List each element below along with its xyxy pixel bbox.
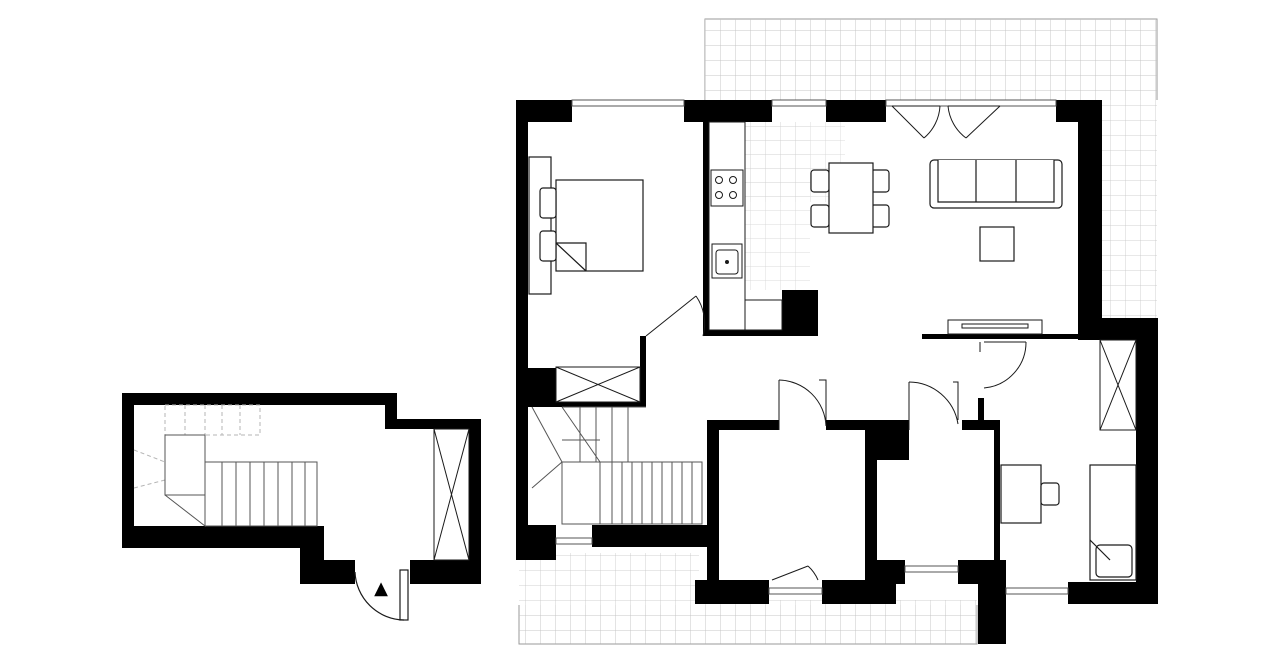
living-room <box>810 159 1063 335</box>
coffee-table <box>979 226 1015 262</box>
office-door <box>979 341 1027 389</box>
nightstand <box>528 156 557 295</box>
kitchen-counter <box>708 121 783 331</box>
entrance-arrow-icon: ▲ <box>374 578 388 599</box>
desk <box>1000 464 1042 524</box>
room-small-left-door <box>778 379 827 430</box>
bedroom <box>528 156 706 403</box>
stairs <box>164 434 318 528</box>
wardrobe <box>555 366 641 403</box>
entrance-wardrobe <box>433 428 470 561</box>
kitchen <box>708 121 783 331</box>
main-walls <box>516 100 1158 644</box>
wardrobe <box>1099 339 1137 431</box>
armchair <box>1089 464 1137 581</box>
staircase <box>531 406 703 525</box>
entrance-door <box>354 569 409 621</box>
dining-table <box>810 162 890 234</box>
upper-stairs-dashed <box>133 404 261 489</box>
office-chair <box>1040 482 1060 506</box>
double-bed <box>555 179 644 272</box>
tv-stand <box>947 319 1043 335</box>
balcony-double-door <box>891 105 1001 139</box>
office <box>979 339 1137 581</box>
room-small-left-balcony-door <box>771 565 819 581</box>
sofa <box>929 159 1063 209</box>
sink <box>711 243 743 279</box>
entrance-stairwell: ▲ <box>122 393 481 621</box>
bedroom-door <box>645 295 706 337</box>
room-small-right-door <box>908 381 959 430</box>
entrance-walls <box>122 393 481 584</box>
stove <box>710 169 744 207</box>
